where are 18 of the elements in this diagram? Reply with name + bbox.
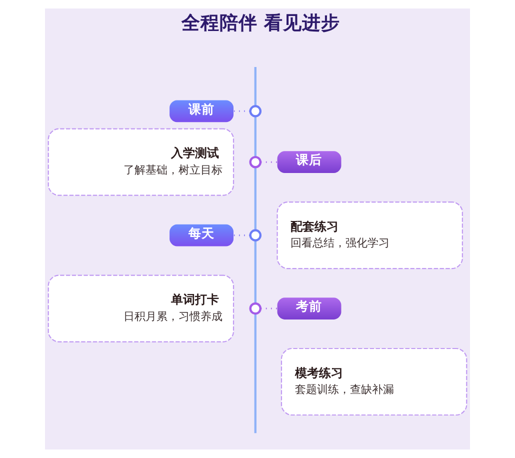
node-box: 配套练习 回看总结，强化学习 [276, 202, 463, 270]
node-box: 课后 [277, 151, 342, 174]
node-box: 入学测试 了解基础，树立目标 [48, 128, 234, 196]
node-circle [249, 156, 262, 168]
node-box: 考前 [277, 298, 342, 320]
node-circle [249, 229, 262, 242]
connector [254, 67, 256, 106]
diagram-title: 全程陪伴 看见进步 [181, 13, 340, 34]
node-box: 每天 [170, 224, 234, 246]
connector [254, 116, 256, 157]
node-box: 课前 [170, 100, 234, 122]
node-box: 单词打卡 日积月累，习惯养成 [48, 274, 234, 342]
node-box: 模考练习 套题训练，查缺补漏 [280, 348, 468, 416]
connector [254, 314, 256, 434]
node-circle [249, 105, 262, 118]
node-circle [249, 302, 262, 315]
connector [254, 167, 256, 230]
connector [254, 240, 256, 304]
